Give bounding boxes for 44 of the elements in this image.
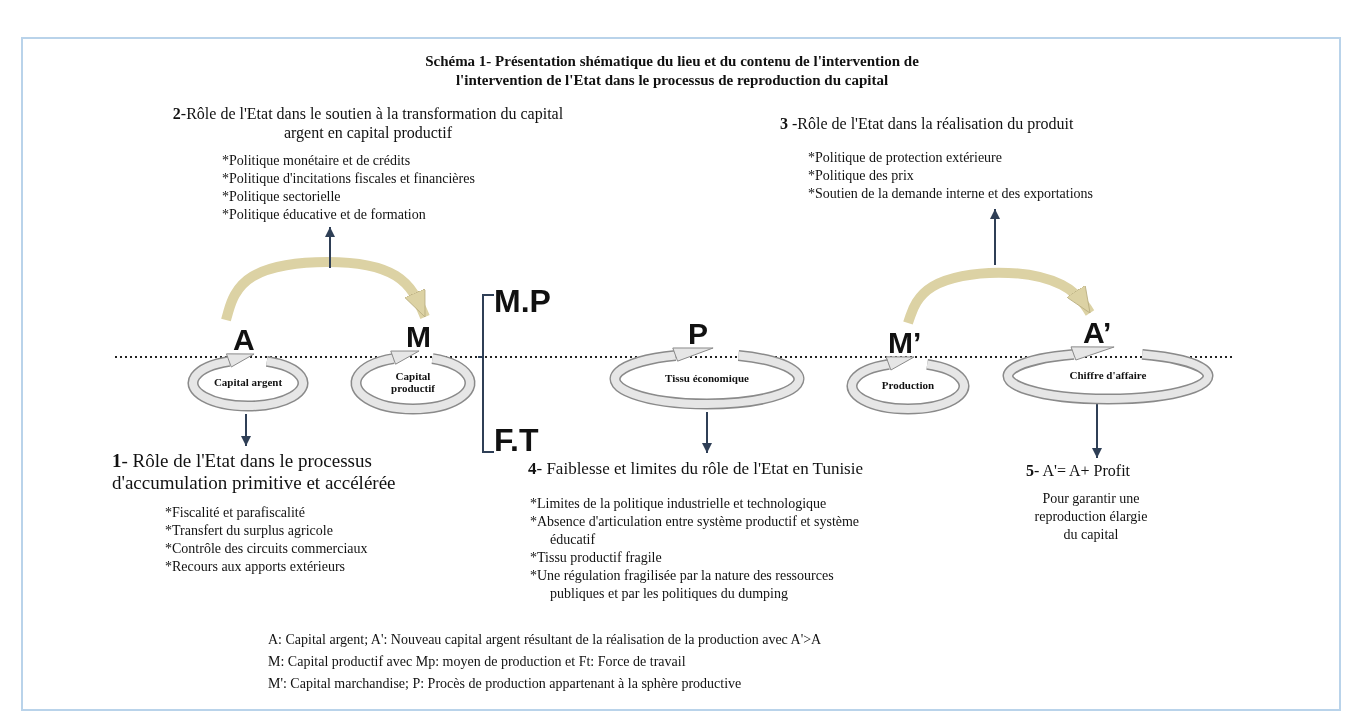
- cycle-letter: M: [406, 321, 431, 353]
- bullet-item: *Politique éducative et de formation: [221, 206, 427, 224]
- bullet-item: *Transfert du surplus agricole: [164, 522, 334, 540]
- bullet-item: *Politique sectorielle: [221, 188, 342, 206]
- cycle-letter: A: [233, 324, 255, 356]
- footnote-text: M: Capital productif avec Mp: moyen de production et Ft: Force de travail: [268, 653, 686, 671]
- footnote-text: A: Capital argent; A': Nouveau capital argent résultant de la réalisation de la production avec A'>A: [268, 631, 822, 649]
- diagram-title: Schéma 1- Présentation shématique du lieu et du contenu de l'intervention de l'intervention de l'Etat dans le processus de reproduction du capital: [424, 52, 920, 90]
- section-heading: 4- Faiblesse et limites du rôle de l'Etat en Tunisie: [528, 459, 864, 479]
- bullet-item: *Politique des prix: [807, 167, 915, 185]
- bullet-item: *Recours aux apports extérieurs: [164, 558, 346, 576]
- cycle-letter: A’: [1083, 317, 1112, 349]
- bullet-item: *Fiscalité et parafiscalité: [164, 504, 306, 522]
- component-label: F.T: [494, 422, 539, 458]
- section-heading: 1- Rôle de l'Etat dans le processus d'accumulation primitive et accélérée: [112, 450, 397, 494]
- cycle-letter: P: [688, 318, 708, 350]
- ring-label: Capital productif: [390, 370, 436, 394]
- note-text: Pour garantir une reproduction élargie du capital: [1033, 490, 1149, 544]
- bullet-item: *Absence d'articulation entre système productif et système éducatif: [529, 513, 861, 549]
- bullet-item: *Soutien de la demande interne et des exportations: [807, 185, 1094, 203]
- arrow: [990, 208, 1000, 266]
- section-heading: 5- A'= A+ Profit: [1026, 461, 1132, 480]
- bullet-item: *Une régulation fragilisée par la nature des ressources publiques et par les politiques du dumping: [529, 567, 835, 603]
- bullet-item: *Politique monétaire et de crédits: [221, 152, 412, 170]
- ring-label: Capital argent: [212, 376, 284, 388]
- arrow: [325, 226, 335, 269]
- section-heading: 2-Rôle de l'Etat dans le soutien à la transformation du capital argent en capital productif: [171, 104, 565, 142]
- bullet-item: *Limites de la politique industrielle et technologique: [529, 495, 828, 513]
- bullet-item: *Contrôle des circuits commerciaux: [164, 540, 369, 558]
- bullet-item: *Tissu productif fragile: [529, 549, 663, 567]
- component-label: M.P: [494, 283, 551, 319]
- bracket-line: [477, 356, 495, 453]
- cycle-letter: M’: [888, 327, 922, 359]
- section-heading: 3 -Rôle de l'Etat dans la réalisation du produit: [780, 114, 1075, 133]
- ring-label: Production: [880, 379, 936, 391]
- curved-arrow: [221, 257, 430, 322]
- bullet-item: *Politique de protection extérieure: [807, 149, 1003, 167]
- ring-label: Chiffre d'affaire: [1068, 369, 1148, 381]
- footnote-text: M': Capital marchandise; P: Procès de production appartenant à la sphère productive: [268, 675, 742, 693]
- arrow: [702, 411, 712, 454]
- ring-label: Tissu économique: [664, 372, 750, 384]
- bullet-item: *Politique d'incitations fiscales et financières: [221, 170, 476, 188]
- curved-arrow: [903, 267, 1095, 325]
- arrow: [241, 413, 251, 447]
